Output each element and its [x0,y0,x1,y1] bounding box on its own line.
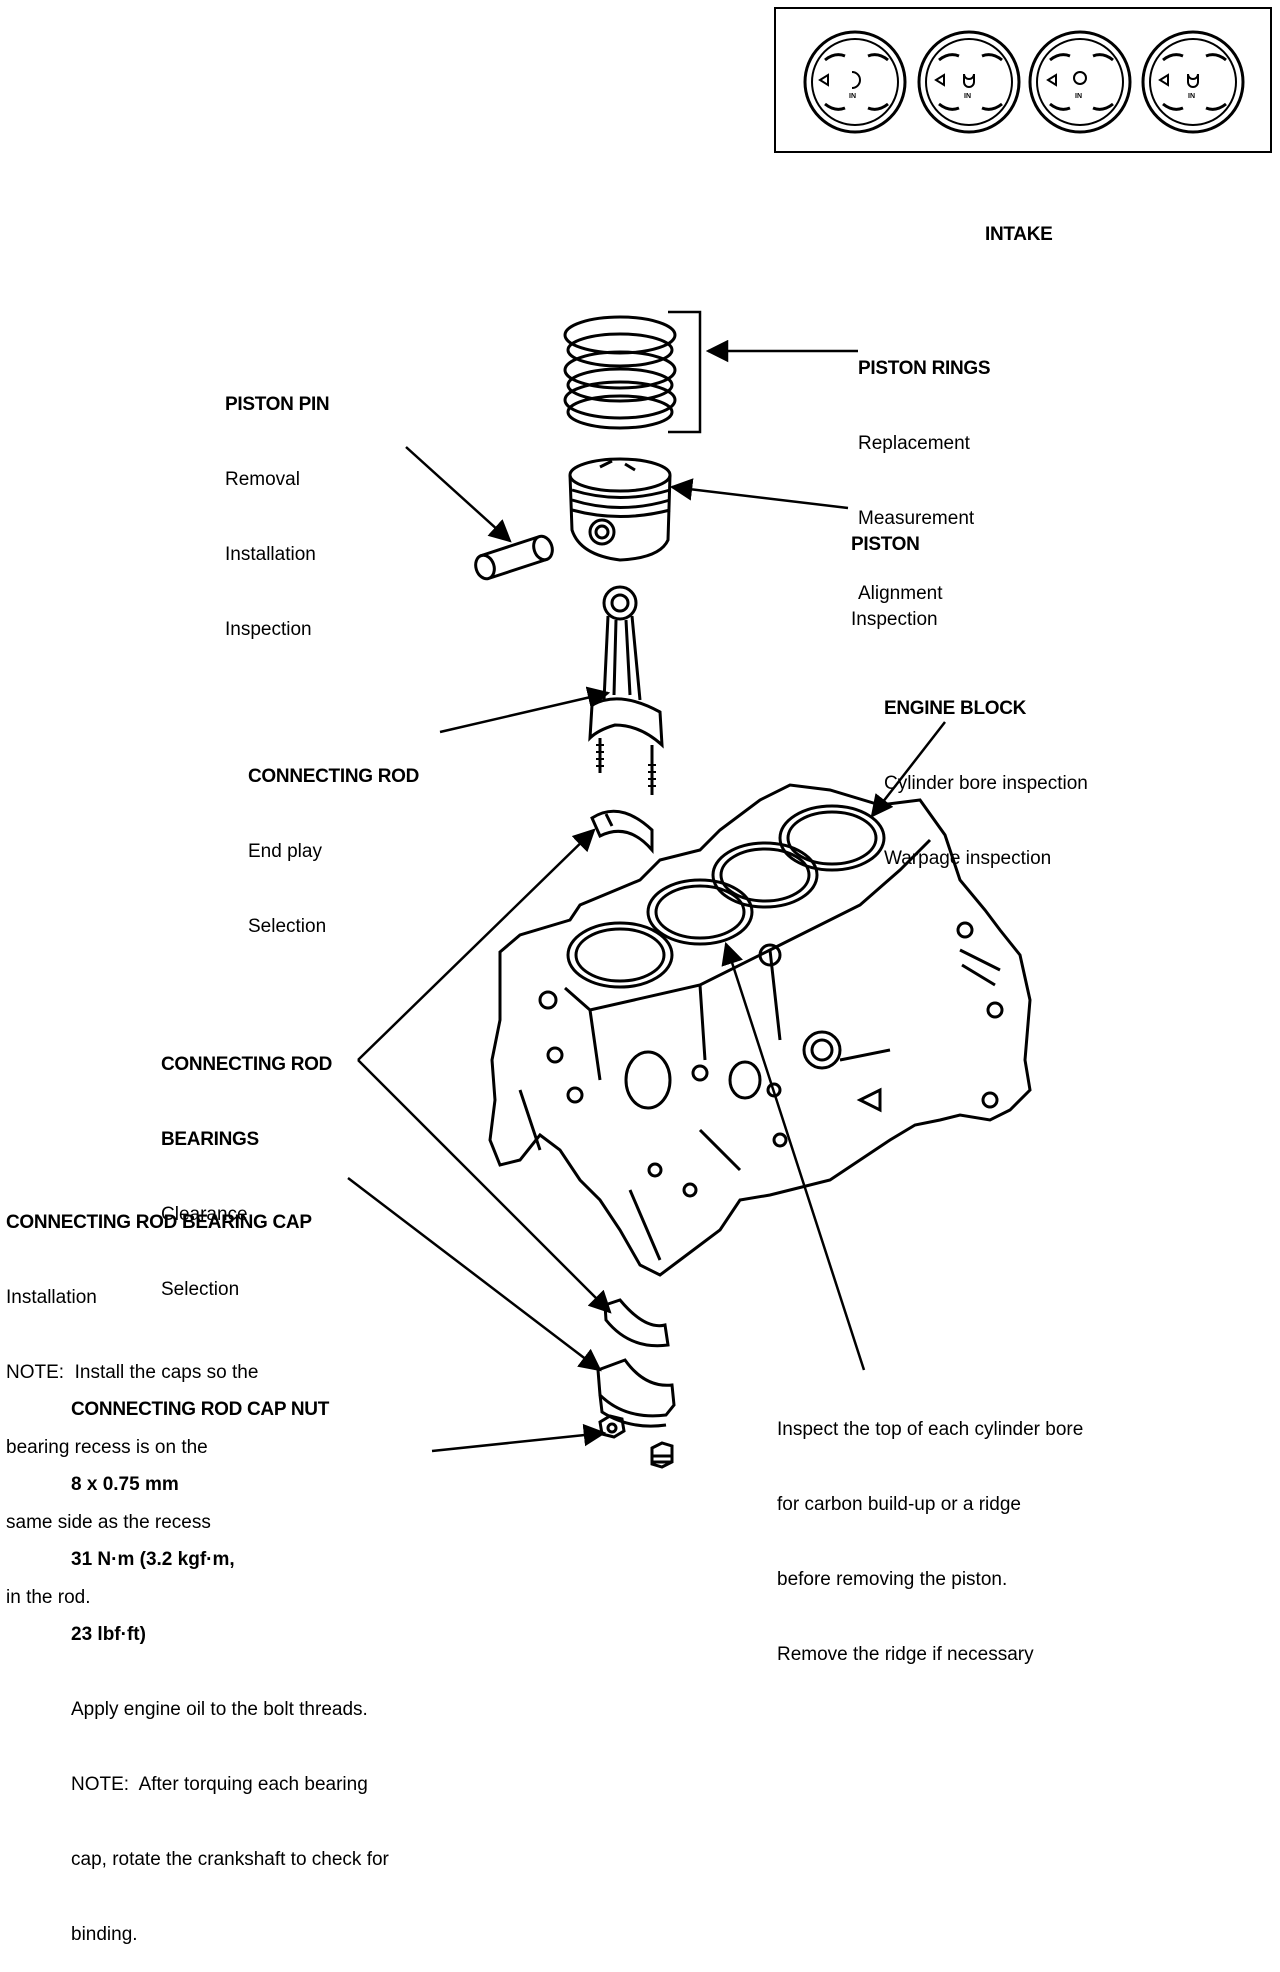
piston-top-1 [803,30,907,134]
engine-diagram: IN IN IN IN [347,7,1272,1469]
in-mark-2: IN [964,93,971,100]
piston-rings-label: PISTON RINGS Replacement Measurement Ali… [858,358,991,604]
engine-block-title: ENGINE BLOCK [884,698,1027,719]
engine-block-label: ENGINE BLOCK Cylinder bore inspection Wa… [884,698,1088,869]
in-mark-1: IN [849,93,856,100]
piston-pin-drawing [474,534,554,581]
upper-bearing-drawing [590,809,654,855]
intake-label: INTAKE [985,224,1053,245]
piston-top-4 [1141,30,1245,134]
bore-note-label: Inspect the top of each cylinder bore fo… [777,1419,1084,1665]
rod-bearings-label: CONNECTING ROD BEARINGS Clearance Select… [161,1054,333,1300]
piston-rings-drawing [563,310,702,434]
leader-lines [347,339,946,1453]
lower-bearing-drawing [603,1298,670,1348]
cap-nut-title: CONNECTING ROD CAP NUT [71,1399,329,1420]
piston-title: PISTON [851,534,920,555]
piston-label: PISTON Inspection [851,534,938,630]
piston-pin-label: PISTON PIN Removal Installation Inspecti… [225,394,330,640]
piston-top-2 [917,30,1021,134]
cap-nut-label: CONNECTING ROD CAP NUT 8 x 0.75 mm 31 N·… [71,1399,389,1945]
piston-top-panel [774,7,1272,153]
bearing-cap-drawing [596,1358,676,1428]
piston-rings-title: PISTON RINGS [858,358,991,379]
piston-in-marks: IN IN IN IN [849,93,1195,100]
bearing-cap-title: CONNECTING ROD BEARING CAP [6,1212,312,1233]
piston-pin-title: PISTON PIN [225,394,330,415]
connecting-rod-drawing [588,585,664,795]
in-mark-4: IN [1188,93,1195,100]
connecting-rod-label: CONNECTING ROD End play Selection [248,766,420,937]
piston-top-3 [1028,30,1132,134]
engine-block-drawing [488,783,1032,1277]
in-mark-3: IN [1075,93,1082,100]
piston-drawing [568,457,672,562]
connecting-rod-title: CONNECTING ROD [248,766,420,787]
